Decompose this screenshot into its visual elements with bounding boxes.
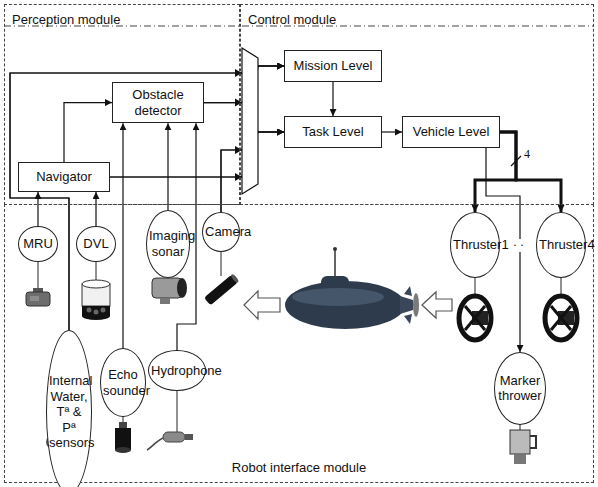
module-title: Robot interface module xyxy=(232,460,366,476)
dvl-icon-part xyxy=(87,308,92,313)
hydrophone-icon-part xyxy=(163,432,185,442)
sensor-label: Camera xyxy=(205,224,237,240)
sensor-label: Internal Water, Tª & Pª sensors xyxy=(49,373,89,451)
thruster-icon-part xyxy=(551,306,571,330)
thruster-icon-part xyxy=(545,296,577,340)
sensor-node: Thruster1 xyxy=(450,212,500,278)
echo-sounder-icon-part xyxy=(119,422,127,428)
module-title: Perception module xyxy=(12,12,120,28)
mru-icon-part xyxy=(26,292,50,306)
process-box: Task Level xyxy=(284,116,382,148)
hollow-arrow xyxy=(422,292,452,318)
mru-icon xyxy=(26,288,50,306)
connector xyxy=(64,103,112,162)
sensor-node: Camera xyxy=(202,212,240,252)
connector xyxy=(37,192,38,226)
thruster-icon-part xyxy=(551,306,571,330)
box-label: Obstacle detector xyxy=(118,87,198,118)
sensor-label: Thruster4 xyxy=(539,237,583,253)
sensor-label: Marker thrower xyxy=(497,373,543,404)
hydrophone-icon-part xyxy=(185,434,193,440)
dvl-icon xyxy=(82,280,110,320)
connector xyxy=(95,192,96,226)
submarine-part xyxy=(285,281,405,329)
submarine xyxy=(285,247,419,329)
sensor-label: DVL xyxy=(83,236,108,252)
box-label: Task Level xyxy=(302,124,363,140)
echo-sounder-icon-part xyxy=(115,428,131,450)
sensor-node: Marker thrower xyxy=(494,352,546,425)
sensor-node: DVL xyxy=(76,226,116,262)
connector xyxy=(122,123,123,348)
submarine-part xyxy=(404,314,412,324)
module-panel: Navigator Obstacle detector Perception mod… xyxy=(4,4,240,205)
sensor-label: Imaging sonar xyxy=(149,228,187,259)
sensor-node: Internal Water, Tª & Pª sensors xyxy=(46,330,92,487)
mru-icon-part xyxy=(30,296,39,301)
connector xyxy=(382,131,402,132)
connector xyxy=(332,82,333,116)
submarine-part xyxy=(413,293,419,317)
camera-icon-part xyxy=(230,273,239,283)
box-label: Mission Level xyxy=(294,58,373,74)
dvl-icon-part xyxy=(82,280,110,288)
marker-thrower-icon-part xyxy=(530,436,536,448)
module-title: Control module xyxy=(248,12,336,28)
sensor-node: Echo sounder xyxy=(100,348,146,417)
dvl-icon-part xyxy=(101,308,106,313)
hollow-arrow xyxy=(244,291,280,319)
multiplexer-symbol xyxy=(242,48,258,194)
module-panel: Mission LevelTask Level Vehicle Level Cont… xyxy=(240,4,594,205)
submarine-part xyxy=(334,250,336,276)
sensor-node: Thruster4 xyxy=(536,212,586,278)
module-panel: MRU DVL Imaging sonar CameraInternal Water,… xyxy=(4,204,594,483)
marker-thrower-icon-part xyxy=(514,454,526,464)
sensor-node: MRU xyxy=(18,226,58,262)
thruster-icon-part xyxy=(465,306,485,330)
ellipsis-label: · · xyxy=(511,239,526,252)
thruster-icon xyxy=(459,296,491,340)
thruster-icon-part xyxy=(459,296,491,340)
sensor-node: Hydrophone xyxy=(148,350,206,391)
sensor-label: MRU xyxy=(23,236,53,252)
dvl-icon-part xyxy=(94,310,99,315)
connector xyxy=(500,132,561,212)
process-box: Obstacle detector xyxy=(112,82,204,123)
imaging-sonar-icon-part xyxy=(177,278,187,298)
camera-icon xyxy=(204,273,240,305)
bus-slash xyxy=(511,156,521,166)
sensor-label: Echo sounder xyxy=(103,367,143,398)
process-box: Vehicle Level xyxy=(402,116,500,148)
process-box: Mission Level xyxy=(284,50,382,82)
process-box: Navigator xyxy=(18,162,110,192)
sensor-node: Imaging sonar xyxy=(146,210,190,278)
marker-thrower-icon-part xyxy=(510,430,530,454)
hydrophone-icon xyxy=(147,432,193,450)
sensor-label: Hydrophone xyxy=(151,363,203,379)
echo-sounder-icon-part xyxy=(115,447,131,453)
submarine-part xyxy=(333,247,337,251)
imaging-sonar-icon xyxy=(152,278,187,304)
echo-sounder-icon xyxy=(115,422,131,453)
hydrophone-icon-part xyxy=(147,438,163,450)
thruster-icon-part xyxy=(465,306,485,330)
box-label: Vehicle Level xyxy=(413,124,490,140)
submarine-part xyxy=(404,286,412,296)
box-label: Navigator xyxy=(36,169,92,185)
thruster-icon xyxy=(545,296,577,340)
imaging-sonar-icon-part xyxy=(160,298,170,304)
bus-width-label: 4 xyxy=(524,148,530,161)
submarine-part xyxy=(400,296,413,314)
sensor-label: Thruster1 xyxy=(453,237,497,253)
connector xyxy=(167,123,168,210)
submarine-part xyxy=(292,288,384,306)
marker-thrower-icon xyxy=(510,430,536,464)
